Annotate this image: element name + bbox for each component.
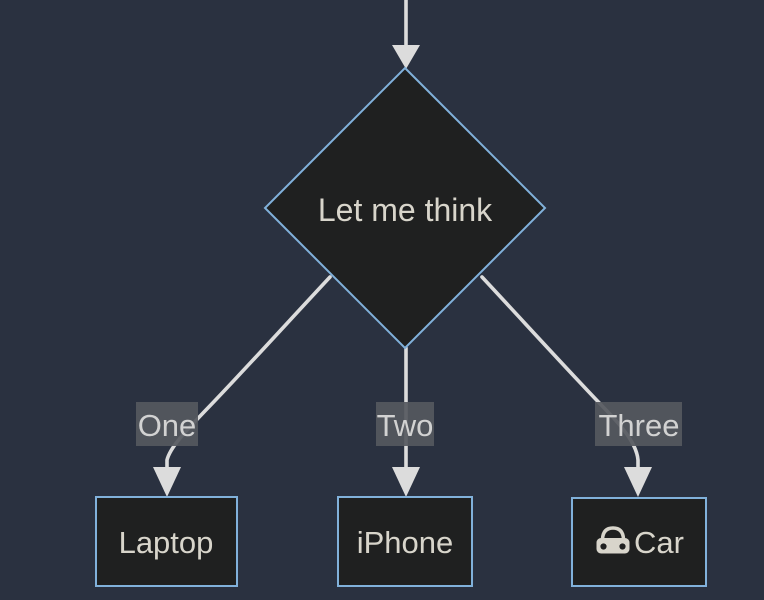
car-node-box (571, 497, 707, 587)
laptop-node-label: Laptop (119, 525, 214, 560)
laptop-node-box (95, 496, 238, 587)
edge-label-two: Two (376, 402, 434, 446)
edge-label-bg (376, 402, 434, 446)
iphone-node-label: iPhone (357, 525, 454, 560)
edge-label-bg (595, 402, 682, 446)
decision-label: Let me think (318, 192, 493, 228)
car-node: Car (571, 497, 707, 587)
edge-label-one: One (136, 402, 198, 446)
car-icon (596, 526, 630, 554)
car-node-label: Car (634, 525, 684, 560)
edge-start-to-decision (392, 0, 420, 69)
iphone-node-box (337, 496, 473, 587)
edge-decision-to-laptop (153, 275, 332, 497)
arrowhead-down-icon (392, 467, 420, 497)
arrowhead-down-icon (624, 467, 652, 497)
edge-label-three-text: Three (599, 408, 680, 443)
edge-three-line (480, 275, 640, 470)
decision-diamond (263, 66, 547, 350)
iphone-node: iPhone (337, 496, 473, 587)
arrowhead-down-icon (392, 45, 420, 69)
arrowhead-down-icon (153, 467, 181, 497)
edge-label-two-text: Two (377, 408, 434, 443)
laptop-node: Laptop (95, 496, 238, 587)
edge-decision-to-car (480, 275, 652, 497)
edge-label-bg (136, 402, 198, 446)
decision-node: Let me think (263, 66, 547, 350)
edge-label-three: Three (595, 402, 682, 446)
edge-label-one-text: One (138, 408, 197, 443)
edge-one-line (165, 275, 332, 469)
